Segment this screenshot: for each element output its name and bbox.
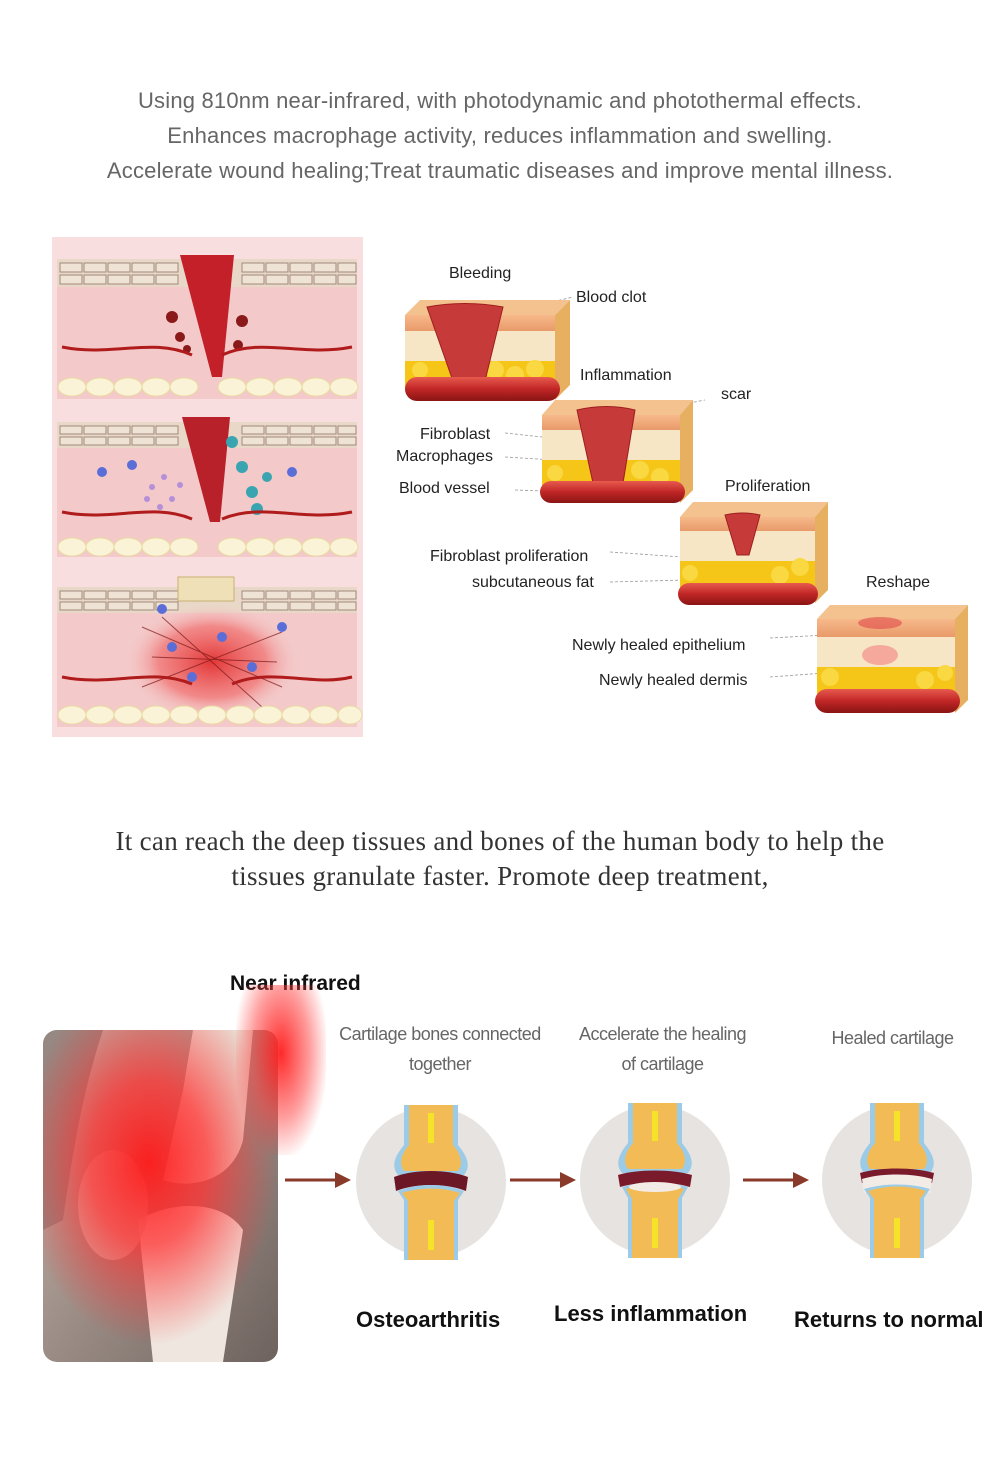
label-scar: scar [721,386,752,403]
joint-less-inflammation-icon [578,1103,733,1258]
wound-stages-svg [57,255,363,727]
label-blood-vessel: Blood vessel [399,480,490,497]
stage-returns-to-normal: Returns to normal [794,1307,984,1332]
skin-blocks-svg [405,296,968,713]
intro-line-3: Accelerate wound healing;Treat traumatic… [106,158,894,183]
joint-healed-icon [820,1103,975,1258]
label-subcutaneous-fat: subcutaneous fat [472,574,594,591]
panel-inflammation [57,417,359,557]
stage-label-inflammation: Inflammation [580,367,672,384]
arrow-right-icon [510,1169,578,1191]
arrow-right-icon [285,1169,353,1191]
stage-less-inflammation: Less inflammation [554,1301,748,1326]
stage-label-proliferation: Proliferation [725,478,811,495]
panel-proliferation [57,576,363,727]
knee-xray-image [43,1030,278,1362]
caption-healed-cartilage: Healed cartilage [831,1028,954,1048]
caption-1-line-2: together [408,1054,472,1074]
skin-block-reshape [815,605,968,713]
knee-xray-svg [43,1030,278,1362]
deep-line-2: tissues granulate faster. Promote deep t… [231,861,769,891]
stage-label-reshape: Reshape [866,574,931,591]
skin-block-inflammation [540,400,693,503]
deep-line-1: It can reach the deep tissues and bones … [115,826,885,856]
skin-block-proliferation [678,502,828,605]
arrow-right-icon [743,1169,811,1191]
intro-line-2: Enhances macrophage activity, reduces in… [167,123,833,148]
label-fibroblast-proliferation: Fibroblast proliferation [430,548,589,565]
caption-cartilage-connected: Cartilage bones connected together [325,1019,555,1079]
joint-osteoarthritis-icon [354,1105,509,1260]
wound-healing-diagram [385,245,985,740]
stage-label-bleeding: Bleeding [449,265,512,282]
label-macrophages: Macrophages [396,448,493,465]
panel-bleeding [57,255,359,399]
label-fibroblast: Fibroblast [420,426,491,443]
label-newly-healed-dermis: Newly healed dermis [599,672,748,689]
skin-block-bleeding [405,300,570,401]
label-newly-healed-epithelium: Newly healed epithelium [572,637,746,654]
caption-2-line-2: of cartilage [621,1054,704,1074]
intro-line-1: Using 810nm near-infrared, with photodyn… [137,88,863,113]
wound-stages-illustration [52,237,363,737]
caption-1-line-1: Cartilage bones connected [339,1024,541,1044]
label-blood-clot: Blood clot [576,289,647,306]
caption-accelerate-healing: Accelerate the healing of cartilage [555,1019,770,1079]
infrared-beam [236,985,326,1155]
stage-osteoarthritis: Osteoarthritis [356,1307,501,1332]
caption-2-line-1: Accelerate the healing [578,1024,747,1044]
